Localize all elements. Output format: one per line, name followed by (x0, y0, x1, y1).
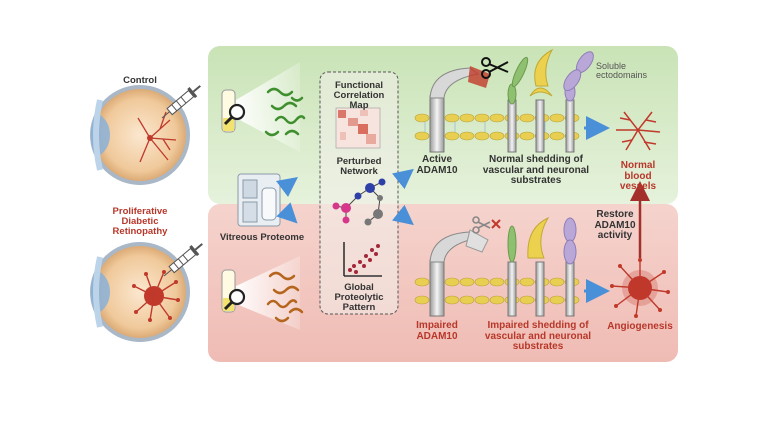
control-syringe-icon (161, 85, 201, 119)
control-eye-icon (90, 85, 190, 185)
pdr-peptide-squiggles (266, 271, 304, 323)
inhibited-scissors-icon (472, 216, 501, 234)
control-peptide-squiggles (264, 87, 306, 137)
correlation-heatmap (335, 107, 381, 149)
pdr-beam (236, 256, 300, 330)
impaired-adam10-label: Impaired ADAM10 (416, 320, 458, 342)
perturbed-network-graph (332, 178, 386, 226)
control-magnifier-icon (223, 103, 246, 126)
functional-map-label: Functional Correlation Map (333, 80, 385, 111)
active-adam10-protease (429, 66, 490, 153)
normal-blood-vessels-label: Normal blood vessels (619, 160, 657, 192)
perturbed-network-label: Perturbed Network (336, 156, 382, 177)
control-label: Control (123, 75, 157, 86)
pdr-magnifier-icon (223, 288, 246, 311)
vitreous-proteome-label: Vitreous Proteome (219, 232, 305, 243)
pdr-label: Proliferative Diabetic Retinopathy (112, 206, 168, 237)
soluble-ectodomains (511, 48, 594, 92)
bottom-substrates (507, 216, 577, 317)
restore-adam10-label: Restore ADAM10 activity (594, 209, 636, 241)
pdr-syringe-icon (163, 243, 203, 277)
impaired-shedding-label: Impaired shedding of vascular and neuron… (484, 320, 592, 352)
mass-spectrometer-icon (237, 173, 281, 227)
scissors-icon (481, 57, 509, 79)
control-beam (236, 62, 300, 152)
global-pattern-label: Global Proteolytic Pattern (334, 282, 384, 313)
active-adam10-label: Active ADAM10 (416, 154, 458, 176)
normal-blood-vessel-icon (616, 111, 661, 151)
angiogenesis-icon (610, 258, 670, 318)
soluble-ectodomains-label: Soluble ectodomains (596, 61, 648, 81)
impaired-adam10-protease (429, 229, 489, 317)
pdr-eye-icon (90, 242, 190, 342)
proteolytic-pattern-plot (343, 242, 382, 277)
angiogenesis-label: Angiogenesis (607, 321, 673, 332)
normal-shedding-label: Normal shedding of vascular and neuronal… (482, 154, 590, 186)
